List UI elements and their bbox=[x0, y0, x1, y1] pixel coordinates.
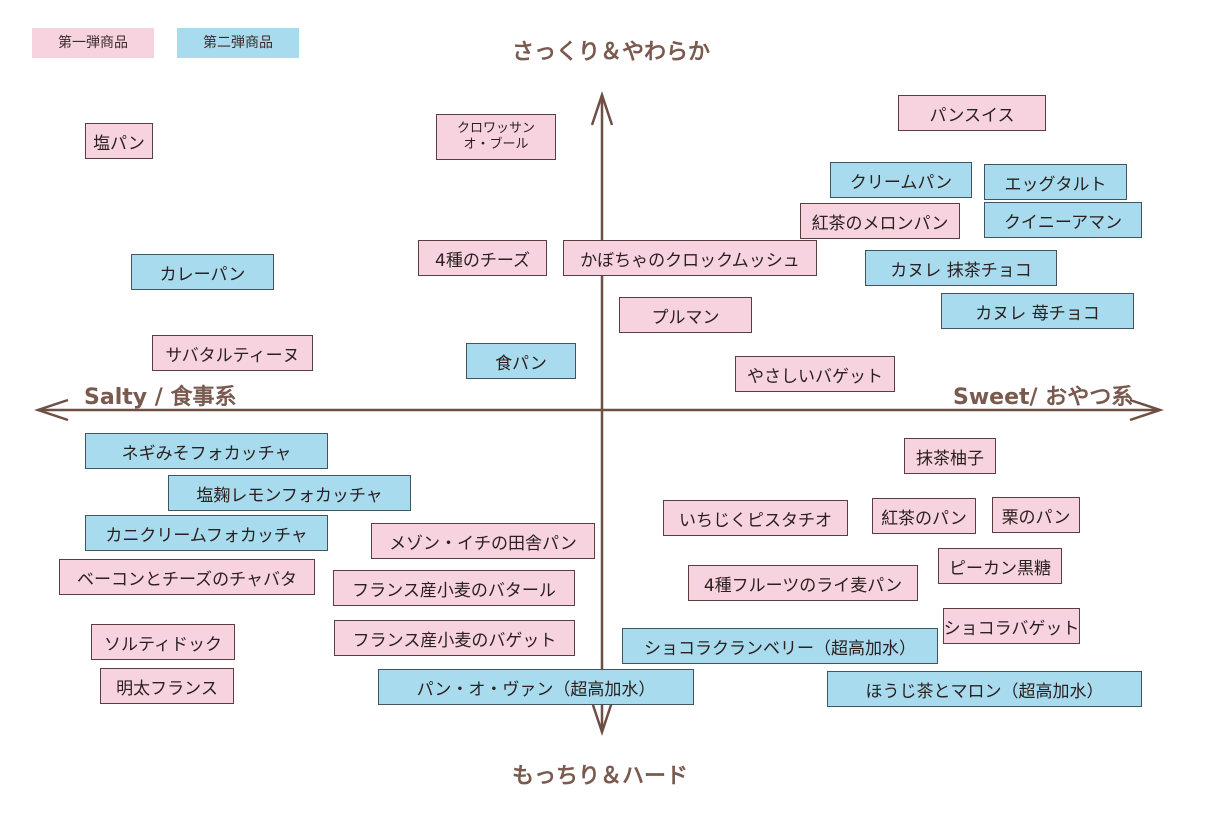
item-shio-pan: 塩パン bbox=[85, 123, 153, 159]
item-bacon-cheese-ciabatta: ベーコンとチーズのチャバタ bbox=[59, 559, 315, 595]
vertical-axis bbox=[590, 91, 614, 736]
item-tea-melon-pan: 紅茶のメロンパン bbox=[800, 203, 960, 239]
item-french-flour-batard: フランス産小麦のバタール bbox=[333, 570, 575, 606]
item-pecan-kokuto: ピーカン黒糖 bbox=[938, 548, 1062, 584]
item-saba-tartine: サバタルティーヌ bbox=[152, 335, 313, 371]
legend-first-release: 第一弾商品 bbox=[32, 28, 154, 58]
item-pain-au-vin: パン・オ・ヴァン（超高加水） bbox=[378, 669, 694, 705]
top-arrowhead bbox=[590, 91, 614, 126]
item-mentai-france: 明太フランス bbox=[100, 668, 234, 704]
axis-label-left: Salty / 食事系 bbox=[84, 385, 237, 410]
item-french-flour-baguette: フランス産小麦のバゲット bbox=[334, 620, 575, 656]
item-negi-miso-focaccia: ネギみそフォカッチャ bbox=[85, 433, 328, 469]
legend-second-release: 第二弾商品 bbox=[177, 28, 299, 58]
item-crab-cream-focaccia: カニクリームフォカッチャ bbox=[85, 515, 328, 551]
item-pain-suisse: パンスイス bbox=[898, 95, 1046, 131]
item-salty-dog: ソルティドック bbox=[91, 624, 235, 660]
item-pumpkin-croque-monsieur: かぼちゃのクロックムッシュ bbox=[563, 240, 817, 276]
item-croissant-line2: オ・ブール bbox=[463, 137, 529, 152]
item-shiokoji-lemon-focaccia: 塩麹レモンフォカッチャ bbox=[168, 475, 411, 511]
item-tea-pan: 紅茶のパン bbox=[872, 498, 976, 534]
item-maison-ichi-country-bread: メゾン・イチの田舎パン bbox=[371, 523, 595, 559]
left-arrowhead bbox=[34, 398, 69, 422]
item-canele-matcha-choco: カヌレ 抹茶チョコ bbox=[865, 250, 1057, 286]
item-chocolat-cranberry: ショコラクランベリー（超高加水） bbox=[622, 628, 938, 664]
axis-label-top: さっくり＆やわらか bbox=[512, 40, 711, 65]
item-fig-pistachio: いちじくピスタチオ bbox=[663, 500, 848, 536]
item-cream-pan: クリームパン bbox=[830, 162, 972, 198]
item-chocolat-baguette: ショコラバゲット bbox=[943, 608, 1080, 644]
item-matcha-yuzu: 抹茶柚子 bbox=[904, 438, 996, 474]
item-four-fruit-rye: 4種フルーツのライ麦パン bbox=[688, 565, 918, 601]
item-curry-pan: カレーパン bbox=[131, 254, 274, 290]
item-pullman: プルマン bbox=[619, 297, 752, 333]
item-four-cheese: 4種のチーズ bbox=[418, 240, 547, 276]
right-arrowhead bbox=[1129, 398, 1164, 422]
axis-label-right: Sweet/ おやつ系 bbox=[953, 385, 1134, 410]
item-canele-strawberry-choco: カヌレ 苺チョコ bbox=[941, 293, 1134, 329]
horizontal-axis bbox=[34, 398, 1164, 422]
axis-label-bottom: もっちり＆ハード bbox=[512, 764, 689, 789]
item-hojicha-marron: ほうじ茶とマロン（超高加水） bbox=[827, 671, 1142, 707]
item-croissant-au-beurre: クロワッサン オ・ブール bbox=[436, 114, 556, 160]
item-egg-tart: エッグタルト bbox=[984, 164, 1127, 200]
item-gentle-baguette: やさしいバゲット bbox=[735, 356, 895, 392]
item-croissant-line1: クロワッサン bbox=[456, 121, 535, 136]
item-chestnut-pan: 栗のパン bbox=[992, 497, 1080, 533]
item-shokupan: 食パン bbox=[466, 343, 576, 379]
item-kouign-amann: クイニーアマン bbox=[984, 202, 1142, 238]
bottom-arrowhead bbox=[590, 701, 614, 736]
